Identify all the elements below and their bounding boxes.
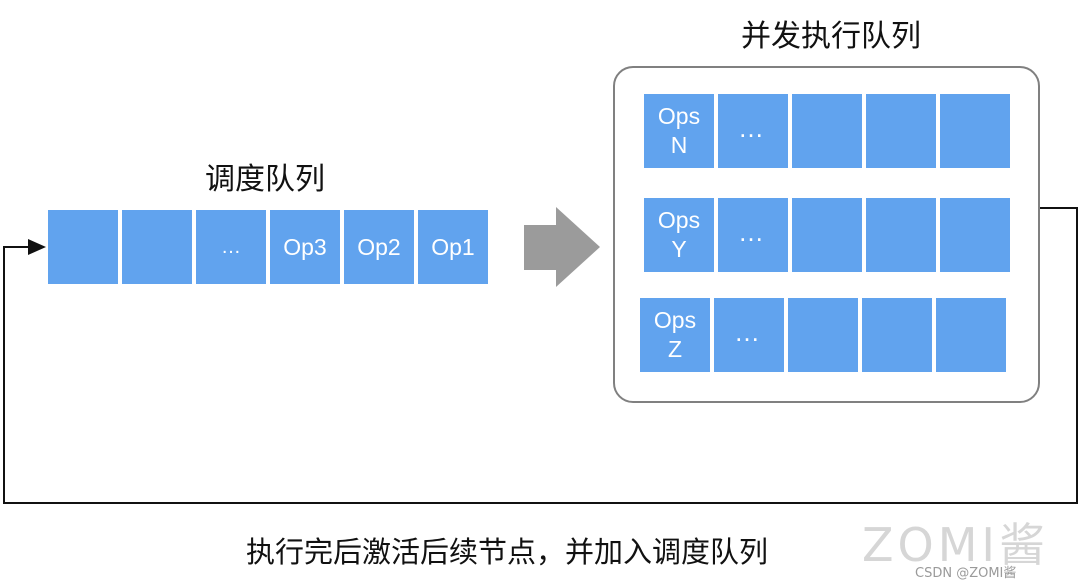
concurrent-queue-title: 并发执行队列 [741,19,921,54]
ops-label: Ops N [657,103,701,158]
feedback-loop-line [3,207,1078,504]
scheduling-queue-title: 调度队列 [205,162,325,197]
concurrent-row-2-head: Ops Y [644,198,714,272]
concurrent-row-1-cell-3 [792,94,862,168]
scheduling-cell-op1: Op1 [418,210,488,284]
scheduling-cell-2 [122,210,192,284]
scheduling-cell-op2: Op2 [344,210,414,284]
feedback-caption: 执行完后激活后续节点，并加入调度队列 [246,535,769,569]
ops-label: Ops Y [657,207,701,262]
scheduling-cell-ellipsis: … [196,210,266,284]
concurrent-row-3-cell-4 [862,298,932,372]
ops-label: Ops Z [653,307,697,362]
scheduling-cell-op3: Op3 [270,210,340,284]
concurrent-row-2-cell-3 [792,198,862,272]
concurrent-row-2-cell-4 [866,198,936,272]
feedback-arrowhead-icon [28,239,46,255]
scheduling-cell-1 [48,210,118,284]
watermark-credit: CSDN @ZOMI酱 [915,566,1017,581]
concurrent-row-1-head: Ops N [644,94,714,168]
concurrent-row-3-cell-3 [788,298,858,372]
concurrent-row-1-cell-4 [866,94,936,168]
concurrent-row-3-head: Ops Z [640,298,710,372]
concurrent-row-3-cell-5 [936,298,1006,372]
concurrent-row-1-cell-5 [940,94,1010,168]
concurrent-row-2-ellipsis: … [718,198,788,272]
watermark-logo: ZOMI酱 [862,518,1049,572]
concurrent-row-2-cell-5 [940,198,1010,272]
right-arrow-icon [524,207,600,287]
concurrent-row-1-ellipsis: … [718,94,788,168]
concurrent-row-3-ellipsis: … [714,298,784,372]
